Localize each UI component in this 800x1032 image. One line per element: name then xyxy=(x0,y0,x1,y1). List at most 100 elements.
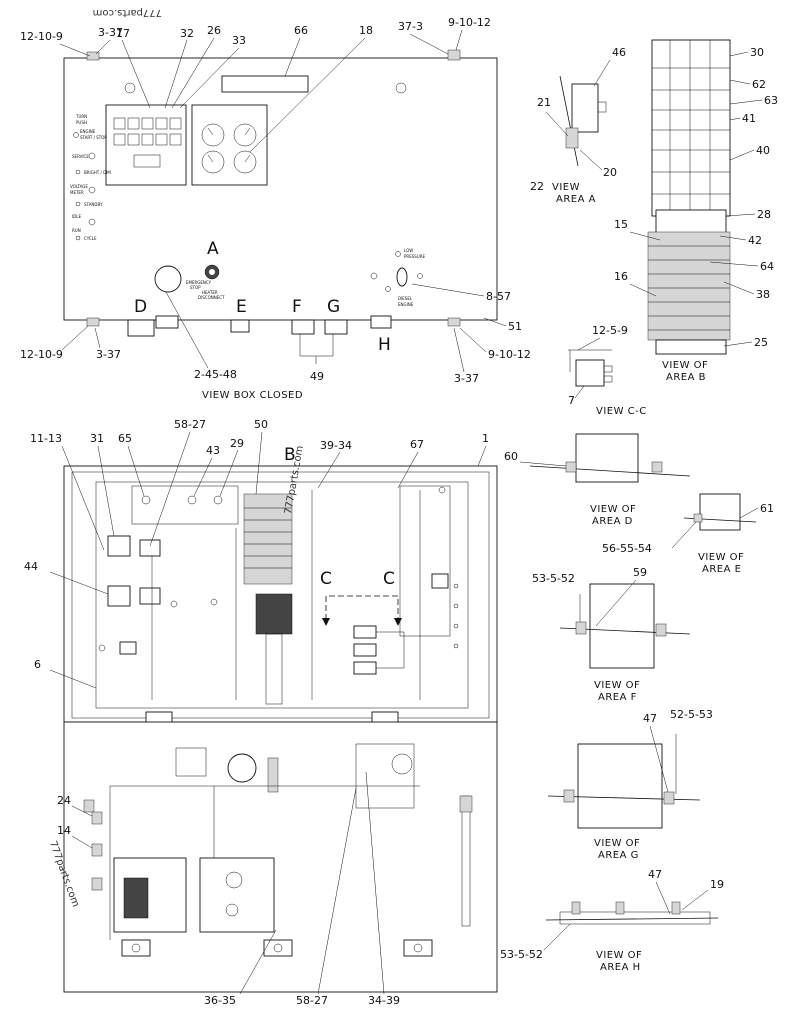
gauges xyxy=(201,123,257,174)
label-panel_text-p3: ENGINE xyxy=(80,129,96,134)
label-callouts-c49: 24 xyxy=(57,794,71,807)
label-callouts-c59: 47 xyxy=(643,712,657,725)
label-callouts-c25: 63 xyxy=(764,94,778,107)
view-letter-b: B xyxy=(284,445,296,465)
label-panel_text-p4: START / STOP xyxy=(80,135,107,140)
view-box-closed: TURN PUSH ENGINE START / STOP SERVICE BR… xyxy=(20,16,531,401)
top-screw-right xyxy=(395,82,407,94)
label-captions-view_cc: VIEW C-C xyxy=(596,406,647,417)
label-callouts-c53: 34-39 xyxy=(368,994,400,1007)
label-callouts-c11: 12-10-9 xyxy=(20,348,63,361)
label-callouts-c47: 44 xyxy=(24,560,38,573)
label-callouts-c35: 12-5-9 xyxy=(592,324,628,337)
view-letter-g: G xyxy=(327,297,340,317)
label-callouts-c02: 3-37 xyxy=(98,26,123,39)
label-captions-view_b_2: AREA B xyxy=(666,372,706,383)
label-callouts-c52: 58-27 xyxy=(296,994,328,1007)
label-callouts-c28: 28 xyxy=(757,208,771,221)
open-box-interior: C C B 11-13 31 65 58-27 43 29 50 39-34 6… xyxy=(24,418,498,725)
label-captions-view_d_2: AREA D xyxy=(592,516,633,527)
label-callouts-c58: 59 xyxy=(633,566,647,579)
area-a-connector xyxy=(571,83,599,133)
view-area-a: 46 21 20 22 VIEW AREA A xyxy=(530,46,626,205)
label-callouts-c46: 1 xyxy=(482,432,489,445)
label-panel_text-p18: PRESSURE xyxy=(404,254,426,259)
label-captions-view_f_2: AREA F xyxy=(598,692,637,703)
label-callouts-c38: 31 xyxy=(90,432,104,445)
label-callouts-c16: 51 xyxy=(508,320,522,333)
label-callouts-c24: 62 xyxy=(752,78,766,91)
nameplate xyxy=(221,75,309,93)
label-callouts-c34: 25 xyxy=(754,336,768,349)
label-captions-view_f_1: VIEW OF xyxy=(594,680,640,691)
label-callouts-c41: 43 xyxy=(206,444,220,457)
label-callouts-c57: 53-5-52 xyxy=(532,572,575,585)
label-panel_text-p9: STANDBY xyxy=(84,202,103,207)
terminal-strip xyxy=(655,209,727,235)
view-area-e: 61 56-55-54 VIEW OF AREA E xyxy=(602,493,774,575)
label-callouts-c17: 9-10-12 xyxy=(488,348,531,361)
label-callouts-c54: 60 xyxy=(504,450,518,463)
label-callouts-c33: 38 xyxy=(756,288,770,301)
view-area-b: 30 62 63 41 40 28 42 15 64 16 38 25 VIEW… xyxy=(614,39,778,383)
view-letter-f: F xyxy=(292,297,302,317)
label-panel_text-p11: RUN xyxy=(72,228,81,233)
bottom-right-bolt xyxy=(447,317,461,327)
label-callouts-c61: 47 xyxy=(648,868,662,881)
door-inside: 24 14 36-35 58-27 34-39 xyxy=(57,721,498,1007)
label-captions-view_e_1: VIEW OF xyxy=(698,552,744,563)
label-panel_text-p14: STOP xyxy=(190,285,201,290)
label-callouts-c20: 21 xyxy=(537,96,551,109)
label-callouts-c48: 6 xyxy=(34,658,41,671)
label-callouts-c32: 16 xyxy=(614,270,628,283)
terminal-block-rows xyxy=(648,245,730,331)
label-callouts-c04: 32 xyxy=(180,27,194,40)
door-panel-right xyxy=(199,857,275,933)
label-callouts-c13: 2-45-48 xyxy=(194,368,237,381)
terminal-block-lower xyxy=(255,593,293,635)
label-callouts-c43: 50 xyxy=(254,418,268,431)
label-callouts-c60: 52-5-53 xyxy=(670,708,713,721)
view-letter-c-left: C xyxy=(320,569,332,589)
top-right-bolt xyxy=(447,49,461,61)
relay-rack xyxy=(651,39,731,217)
label-callouts-c62: 19 xyxy=(710,878,724,891)
label-panel_text-p6: BRIGHT / DIM xyxy=(84,170,111,175)
label-callouts-c50: 14 xyxy=(57,824,71,837)
label-callouts-c51: 36-35 xyxy=(204,994,236,1007)
key-switch-cluster: LOW PRESSURE DIESEL ENGINE xyxy=(370,248,426,307)
label-callouts-c27: 40 xyxy=(756,144,770,157)
terminal-column xyxy=(243,493,293,585)
label-panel_text-p10: IDLE xyxy=(72,214,81,219)
view-letter-c-right: C xyxy=(383,569,395,589)
label-callouts-c56: 56-55-54 xyxy=(602,542,652,555)
back-plate xyxy=(95,481,469,709)
label-captions-view_g_2: AREA G xyxy=(598,850,639,861)
label-callouts-c06: 33 xyxy=(232,34,246,47)
label-panel_text-p20: ENGINE xyxy=(398,302,414,307)
label-callouts-c37: 11-13 xyxy=(30,432,62,445)
watermark-top: 777parts.com xyxy=(93,7,162,18)
label-panel_text-p5: SERVICE xyxy=(72,154,89,159)
label-captions-view_g_1: VIEW OF xyxy=(594,838,640,849)
view-c-c: 12-5-9 7 VIEW C-C xyxy=(568,324,647,417)
view-letter-e: E xyxy=(236,297,247,317)
bottom-connectors xyxy=(127,315,392,364)
label-callouts-c19: 46 xyxy=(612,46,626,59)
relay-31 xyxy=(107,535,131,557)
label-callouts-c01: 12-10-9 xyxy=(20,30,63,43)
label-panel_text-p15: HEATER xyxy=(202,290,218,295)
label-callouts-c29: 42 xyxy=(748,234,762,247)
label-captions-view_b_1: VIEW OF xyxy=(662,360,708,371)
terminal-block xyxy=(647,231,731,341)
label-callouts-c12: 3-37 xyxy=(96,348,121,361)
gauge-panel xyxy=(191,104,268,186)
label-captions-view_a_2: AREA A xyxy=(556,194,596,205)
caption-box-closed: VIEW BOX CLOSED xyxy=(202,390,303,401)
left-control-column: TURN PUSH ENGINE START / STOP SERVICE BR… xyxy=(70,114,111,241)
label-callouts-c44: 39-34 xyxy=(320,439,352,452)
cc-relay xyxy=(575,359,605,387)
label-callouts-c21: 20 xyxy=(603,166,617,179)
label-panel_text-p13: EMERGENCY xyxy=(186,280,212,285)
